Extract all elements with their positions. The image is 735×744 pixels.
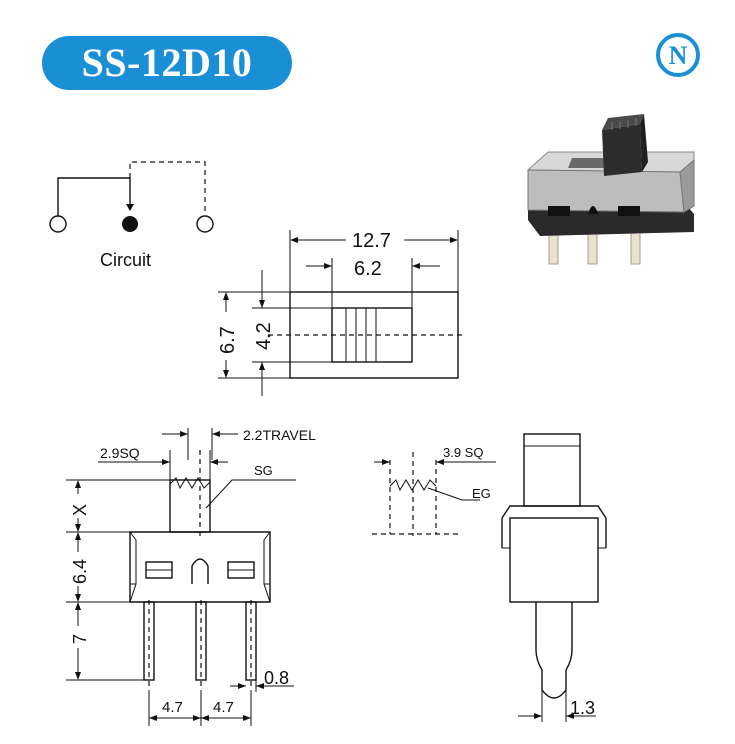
dim-travel: 2.2TRAVEL bbox=[243, 427, 316, 443]
terminal-common-icon bbox=[122, 216, 138, 232]
detail-actuator-sq: 3.9 SQ bbox=[443, 445, 483, 460]
dim-height-overall: 6.7 bbox=[217, 326, 239, 354]
circuit-label: Circuit bbox=[100, 250, 151, 270]
dim-pitch-left: 4.7 bbox=[162, 699, 183, 716]
terminal-open-icon bbox=[49, 215, 67, 233]
dim-side-pin-width: 1.3 bbox=[570, 698, 595, 718]
dim-body-height: 6.4 bbox=[70, 559, 90, 584]
side-view-drawing: 1.3 bbox=[501, 433, 607, 722]
top-view-drawing: 12.7 6.2 6.7 4.2 bbox=[217, 230, 464, 396]
actuator-detail-drawing: 3.9 SQ EG bbox=[372, 445, 496, 536]
product-title-badge: SS-12D10 bbox=[42, 36, 292, 90]
dim-height-x: X bbox=[70, 504, 90, 516]
brand-logo-icon: N bbox=[656, 33, 700, 77]
detail-finish-label: EG bbox=[472, 486, 491, 501]
brand-logo-letter: N bbox=[669, 41, 688, 70]
front-view-drawing: 2.2TRAVEL 2.9SQ SG X 6.4 7 bbox=[66, 427, 316, 726]
terminal-open-icon bbox=[196, 215, 214, 233]
dim-pin-width: 0.8 bbox=[264, 668, 289, 688]
dim-width-overall: 12.7 bbox=[352, 230, 391, 252]
circuit-schematic: Circuit bbox=[49, 161, 214, 270]
dim-width-slot: 6.2 bbox=[354, 258, 382, 280]
dim-height-slot: 4.2 bbox=[253, 322, 275, 350]
dim-actuator-sq: 2.9SQ bbox=[100, 445, 140, 461]
dim-pitch-right: 4.7 bbox=[213, 699, 234, 716]
dim-pin-length: 7 bbox=[70, 634, 90, 644]
actuator-finish-label: SG bbox=[254, 463, 273, 478]
product-photo bbox=[526, 114, 695, 265]
